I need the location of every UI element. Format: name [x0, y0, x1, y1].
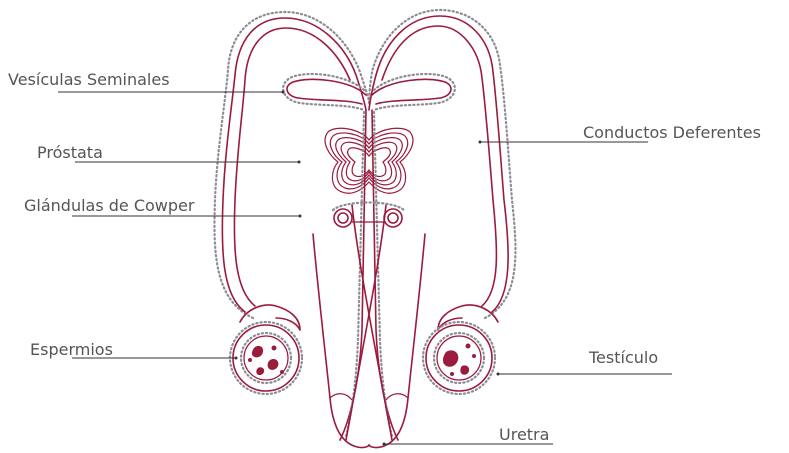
sperm-icon: [268, 359, 279, 370]
label-prostata: Próstata: [37, 143, 103, 162]
glans-left: [330, 394, 352, 400]
penis-shaft: [313, 234, 425, 448]
leader-dot-prostata: [298, 161, 301, 164]
label-uretra-group: Uretra: [383, 425, 554, 446]
sperm-head-icon: [272, 346, 277, 351]
left-testicle: [230, 305, 302, 394]
leader-dot-uretra: [383, 443, 386, 446]
left-cowper-outer: [334, 209, 352, 227]
right-vas-dotted: [369, 10, 515, 318]
right-cowper-inner: [388, 213, 398, 223]
label-testiculo: Testículo: [588, 348, 658, 367]
sperm-icon: [252, 346, 263, 357]
leader-dot-conductos: [479, 141, 482, 144]
label-conductos-group: Conductos Deferentes: [479, 123, 761, 144]
left-vas-inner: [234, 28, 350, 306]
sperm-head-icon: [472, 354, 476, 358]
label-espermios-group: Espermios: [30, 340, 238, 360]
leader-dot-espermios: [235, 357, 238, 360]
left-testicle-inner-dotted: [241, 333, 291, 383]
label-espermios: Espermios: [30, 340, 113, 359]
sperm-icon: [443, 350, 458, 366]
right-testicle-outer: [426, 325, 492, 391]
cowper-glands: [333, 203, 404, 228]
prostate: [325, 128, 413, 193]
right-testicle-inner-dotted: [434, 333, 484, 383]
label-uretra: Uretra: [499, 425, 549, 444]
label-prostata-group: Próstata: [37, 143, 301, 164]
label-glandulas-de-cowper: Glándulas de Cowper: [24, 196, 195, 215]
left-sperm-cells: [248, 346, 284, 376]
sperm-head-icon: [466, 344, 471, 349]
right-cowper-outer: [384, 209, 402, 227]
sperm-icon: [256, 367, 264, 375]
right-sperm-cells: [443, 344, 476, 377]
sperm-head-icon: [450, 372, 454, 376]
leader-dot-cowper: [299, 215, 302, 218]
sperm-head-icon: [248, 358, 252, 362]
label-vesiculas-seminales: Vesículas Seminales: [8, 70, 170, 89]
label-conductos-deferentes: Conductos Deferentes: [583, 123, 761, 142]
sperm-icon: [460, 365, 469, 374]
label-vesiculas-group: Vesículas Seminales: [8, 70, 285, 94]
glans-right: [386, 394, 408, 400]
prostate-ring-2: [330, 133, 407, 189]
urethra-tubes: [340, 110, 398, 440]
sperm-head-icon: [280, 370, 284, 374]
label-cowper-group: Glándulas de Cowper: [24, 196, 302, 218]
leader-dot-testiculo: [497, 373, 500, 376]
left-testicle-outer: [233, 325, 299, 391]
prostate-ring-1: [325, 128, 413, 193]
left-cowper-inner: [338, 213, 348, 223]
leader-dot-vesiculas: [282, 91, 285, 94]
right-testicle: [423, 305, 498, 394]
label-testiculo-group: Testículo: [497, 348, 673, 376]
